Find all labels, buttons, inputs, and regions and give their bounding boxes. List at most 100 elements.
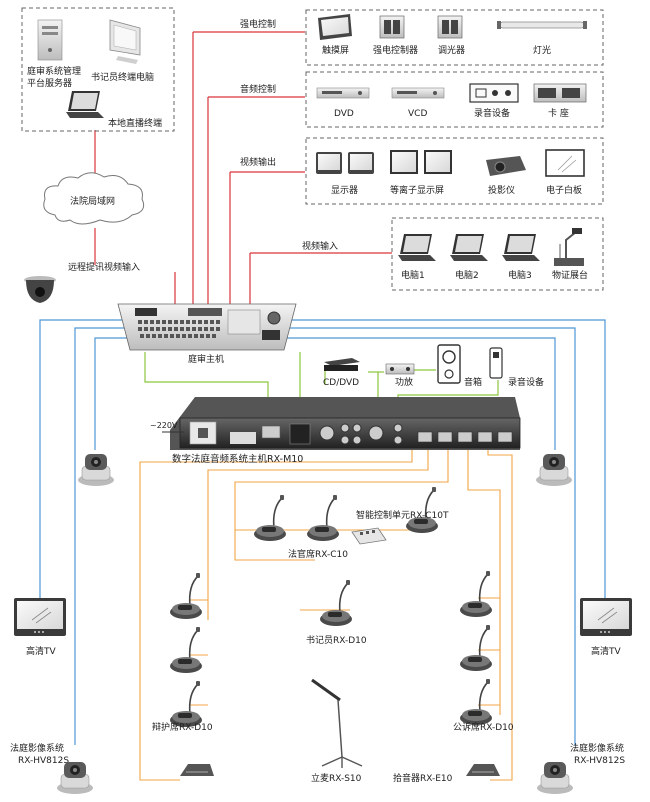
cd-dvd-icon: [324, 358, 360, 371]
defense-label: 辩护席RX-D10: [152, 721, 213, 733]
server-icon: [37, 19, 63, 61]
strong-item-1: 强电控制器: [373, 44, 418, 56]
camera-left-label-1: 法庭影像系统: [10, 742, 64, 754]
stand-mic-label: 立麦RX-S10: [311, 772, 362, 784]
network-cloud: 法院局域网: [43, 172, 145, 225]
video-input-group: 视频输入 电脑1 电脑2 电脑3 物证展台: [302, 217, 604, 291]
computer2-icon: [450, 234, 488, 261]
voltage-label: ~220V: [150, 421, 178, 430]
server-box: 庭审系统管理 平台服务器 书记员终端电脑 本地直播终端: [21, 7, 175, 132]
clerk-pc-icon: [109, 19, 141, 64]
video-out-item-0: 显示器: [331, 185, 358, 196]
camera-right-upper: [535, 453, 573, 487]
vcd-icon: [391, 87, 445, 99]
strong-control-line-label: 强电控制: [240, 18, 276, 30]
main-audio-unit: ~220V 数字法庭音频系统主机RX-M10: [150, 397, 521, 465]
audio-item-1: VCD: [408, 109, 427, 119]
document-camera-icon: [554, 228, 584, 266]
control-unit-label: 智能控制单元RX-C10T: [356, 509, 449, 521]
pickup-right-icon: [466, 764, 500, 776]
speaker-label: 音箱: [464, 376, 482, 388]
computer1-icon: [398, 234, 436, 261]
peripherals-group: CD/DVD 功放 音箱 录音设备: [323, 344, 544, 388]
live-laptop-icon: [66, 91, 104, 118]
clerk-mic: [319, 579, 353, 627]
clerk-pc-label: 书记员终端电脑: [91, 71, 154, 83]
pickup-label: 拾音器RX-E10: [393, 772, 453, 784]
amplifier-icon: [385, 363, 415, 375]
main-unit-title: 数字法庭音频系统主机RX-M10: [172, 453, 303, 465]
court-host-device: 庭审主机: [117, 303, 297, 365]
blue-connection-lines: [39, 319, 606, 745]
video-out-item-2: 投影仪: [488, 184, 515, 196]
video-in-item-1: 电脑2: [455, 269, 479, 281]
stand-mic-icon: [311, 678, 363, 768]
prosecution-mic-2: [459, 624, 493, 672]
defense-mic-3: [169, 680, 203, 728]
video-output-group: 视频输出 显示器 等离子显示屏 投影仪 电子白板: [240, 137, 604, 205]
tv-left: [13, 597, 67, 637]
video-in-item-2: 电脑3: [508, 269, 532, 281]
host-label: 庭审主机: [188, 353, 224, 365]
live-terminal-label: 本地直播终端: [108, 117, 162, 129]
judge-mic-center: [306, 494, 340, 542]
whiteboard-icon: [545, 149, 585, 177]
camera-right-label-1: 法庭影像系统: [570, 742, 624, 754]
audio-item-2: 录音设备: [474, 107, 510, 119]
camera-left-label-2: RX-HV812S: [18, 756, 69, 766]
video-out-item-3: 电子白板: [546, 184, 582, 196]
cassette-deck-icon: [533, 83, 587, 103]
dvd-icon: [316, 87, 370, 99]
tv-right-label: 高清TV: [591, 645, 621, 657]
clerk-label: 书记员RX-D10: [306, 635, 367, 646]
projector-icon: [486, 156, 526, 176]
video-in-item-0: 电脑1: [401, 269, 425, 281]
remote-video-label: 远程提讯视频输入: [68, 261, 140, 273]
judge-mic-right: [405, 486, 439, 534]
tv-left-label: 高清TV: [26, 645, 56, 657]
server-label-1: 庭审系统管理: [27, 65, 81, 77]
judge-mic-left: [253, 494, 287, 542]
audio-item-0: DVD: [334, 109, 354, 119]
audio-recorder-label: 录音设备: [508, 376, 544, 388]
camera-left-upper: [77, 453, 115, 487]
defense-mic-2: [169, 626, 203, 674]
strong-controller-icon: [379, 15, 405, 39]
red-connection-lines: [94, 31, 392, 305]
pickup-left-icon: [180, 764, 214, 776]
network-label: 法院局域网: [70, 195, 115, 207]
camera-right-lower: [536, 761, 574, 795]
audio-recorder-icon: [489, 347, 503, 379]
prosecution-mic-1: [459, 570, 493, 618]
plasma-icon: [390, 150, 452, 174]
recorder-icon: [469, 83, 519, 103]
remote-camera-icon: [24, 276, 56, 303]
audio-item-3: 卡 座: [548, 107, 569, 119]
video-out-item-1: 等离子显示屏: [390, 184, 444, 196]
defense-mic-1: [169, 572, 203, 620]
dimmer-icon: [437, 15, 463, 39]
computer3-icon: [502, 234, 540, 261]
strong-item-3: 灯光: [533, 44, 551, 56]
amplifier-label: 功放: [395, 376, 413, 388]
judge-label: 法官席RX-C10: [288, 548, 348, 560]
prosecution-label: 公诉席RX-D10: [453, 721, 514, 733]
cd-dvd-label: CD/DVD: [323, 378, 359, 388]
strong-item-0: 触摸屏: [322, 44, 349, 56]
camera-right-label-2: RX-HV812S: [574, 756, 625, 766]
video-in-item-3: 物证展台: [552, 269, 588, 281]
tv-right: [579, 597, 633, 637]
audio-control-group: 音频控制 DVD VCD 录音设备 卡 座: [240, 71, 604, 128]
video-input-line-label: 视频输入: [302, 240, 338, 252]
server-label-2: 平台服务器: [27, 77, 72, 89]
prosecution-mic-3: [459, 678, 493, 726]
audio-control-line-label: 音频控制: [240, 83, 276, 95]
strong-item-2: 调光器: [438, 44, 465, 56]
speaker-icon: [437, 344, 461, 384]
monitor-icon: [316, 152, 374, 174]
camera-left-lower: [56, 761, 94, 795]
touchscreen-icon: [318, 14, 352, 40]
light-tube-icon: [497, 21, 587, 29]
strong-control-group: 强电控制 触摸屏 强电控制器 调光器 灯光: [240, 9, 604, 66]
